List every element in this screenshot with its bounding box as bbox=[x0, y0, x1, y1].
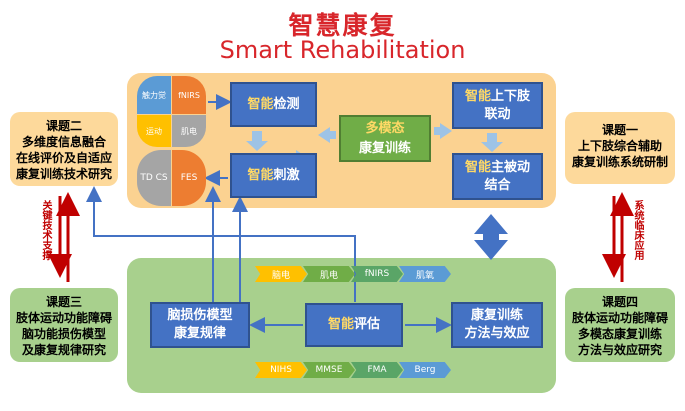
smart-active-passive-box: 智能主被动 结合 bbox=[452, 153, 543, 200]
scale-nihs: NIHS bbox=[255, 362, 307, 378]
model-line2: 康复规律 bbox=[173, 326, 226, 341]
ap-line2: 结合 bbox=[484, 177, 511, 193]
topic-four-line1: 肢体运动功能障碍 bbox=[571, 311, 668, 325]
topic-two-line3: 康复训练技术研究 bbox=[15, 167, 112, 181]
ap-prefix: 智能 bbox=[464, 159, 491, 175]
training-line1: 康复训练 bbox=[470, 308, 523, 323]
topic-two-line2: 在线评价及自适应 bbox=[15, 151, 112, 165]
ap-suffix: 主被动 bbox=[491, 159, 531, 175]
multimodal-line2: 康复训练 bbox=[358, 140, 411, 156]
signal-emg: 肌电 bbox=[303, 266, 355, 282]
multimodal-left-arrow-a bbox=[318, 127, 336, 143]
limb-prefix: 智能 bbox=[464, 88, 491, 104]
scale-berg: Berg bbox=[399, 362, 451, 378]
limb-to-active-arrow bbox=[481, 133, 503, 152]
scale-fma: FMA bbox=[351, 362, 403, 378]
smart-limb-linkage-box: 智能上下肢 联动 bbox=[452, 82, 543, 129]
limb-line2: 联动 bbox=[484, 106, 511, 122]
feedback-line-left bbox=[86, 186, 356, 302]
eval-suffix: 评估 bbox=[354, 317, 381, 332]
signal-oxygen: 肌氧 bbox=[399, 266, 451, 282]
eval-prefix: 智能 bbox=[327, 317, 354, 332]
training-effect-box: 康复训练 方法与效应 bbox=[451, 302, 543, 348]
quad-tdcs: TD CS bbox=[137, 150, 171, 206]
smart-detection-box: 智能检测 bbox=[230, 82, 317, 127]
stim-suffix: 刺激 bbox=[273, 167, 300, 183]
topic-one-box: 课题一 上下肢综合辅助 康复训练系统研制 bbox=[565, 112, 675, 184]
detect-suffix: 检测 bbox=[273, 96, 300, 112]
limb-suffix: 上下肢 bbox=[491, 88, 531, 104]
topic-four-line3: 方法与效应研究 bbox=[577, 343, 662, 357]
topic-three-title: 课题三 bbox=[45, 295, 82, 309]
topic-one-line1: 上下肢综合辅助 bbox=[577, 139, 662, 153]
detect-to-stim-arrow bbox=[246, 131, 268, 151]
topic-two-title: 课题二 bbox=[45, 119, 82, 133]
quad-fnirs: fNIRS bbox=[172, 76, 206, 114]
quad-fes: FES bbox=[172, 150, 206, 206]
topic-one-title: 课题一 bbox=[601, 123, 638, 137]
smart-stimulation-box: 智能刺激 bbox=[230, 153, 317, 198]
multimodal-training-box: 多模态 康复训练 bbox=[339, 115, 431, 162]
stim-prefix: 智能 bbox=[247, 167, 274, 183]
detect-prefix: 智能 bbox=[247, 96, 274, 112]
smart-evaluation-box: 智能评估 bbox=[305, 303, 403, 347]
panel-link-arrow bbox=[474, 214, 508, 260]
training-line2: 方法与效应 bbox=[464, 326, 530, 341]
multimodal-right-arrow bbox=[434, 123, 452, 139]
multimodal-line1: 多模态 bbox=[365, 120, 405, 136]
topic-four-box: 课题四 肢体运动功能障碍 多模态康复训练 方法与效应研究 bbox=[565, 288, 675, 362]
quad-motion: 运动 bbox=[137, 115, 171, 147]
topic-four-title: 课题四 bbox=[601, 295, 638, 309]
topic-four-line2: 多模态康复训练 bbox=[577, 327, 662, 341]
topic-two-box: 课题二 多维度信息融合 在线评价及自适应 康复训练技术研究 bbox=[10, 112, 118, 186]
scale-mmse: MMSE bbox=[303, 362, 355, 378]
brain-injury-model-box: 脑损伤模型 康复规律 bbox=[150, 302, 250, 348]
signal-fnirs: fNIRS bbox=[351, 266, 403, 282]
quad-touch: 触力觉 bbox=[137, 76, 171, 114]
left-vertical-label: 关键技术支撑 bbox=[40, 200, 51, 260]
signal-eeg: 脑电 bbox=[255, 266, 307, 282]
topic-three-line2: 脑功能损伤模型 bbox=[21, 327, 106, 341]
title-cn: 智慧康复 bbox=[288, 11, 397, 40]
topic-three-line3: 及康复规律研究 bbox=[21, 343, 106, 357]
title-en: Smart Rehabilitation bbox=[219, 36, 466, 64]
topic-three-line1: 肢体运动功能障碍 bbox=[15, 311, 112, 325]
topic-two-line1: 多维度信息融合 bbox=[21, 135, 106, 149]
model-line1: 脑损伤模型 bbox=[167, 308, 233, 323]
topic-one-line2: 康复训练系统研制 bbox=[571, 155, 668, 169]
topic-three-box: 课题三 肢体运动功能障碍 脑功能损伤模型 及康复规律研究 bbox=[10, 288, 118, 362]
right-vertical-label: 系统临床应用 bbox=[632, 200, 643, 260]
